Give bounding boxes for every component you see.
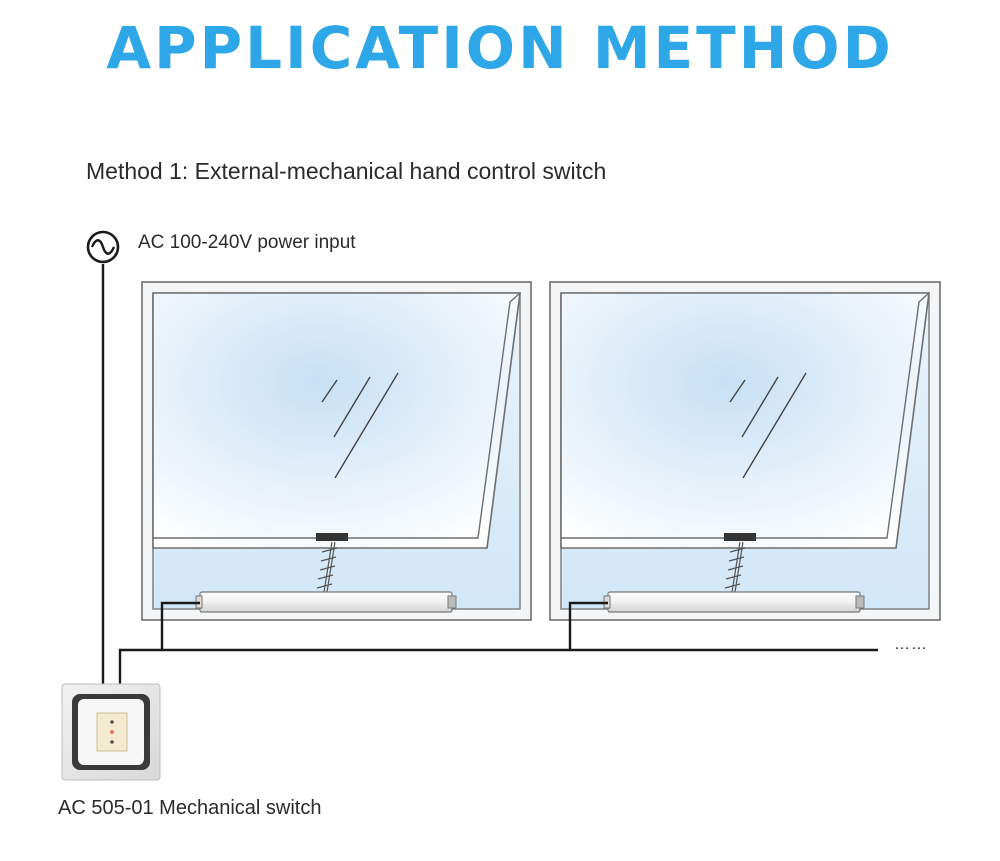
window-2 — [549, 281, 941, 621]
actuator-1-wire — [160, 601, 200, 650]
sash-edge — [153, 292, 521, 539]
actuator-chain — [316, 541, 338, 593]
chain-actuator — [199, 591, 453, 613]
actuator-2-wire — [568, 601, 608, 650]
power-input-label: AC 100-240V power input — [138, 232, 356, 253]
switch-label: AC 505-01 Mechanical switch — [58, 797, 322, 819]
bus-wire — [118, 648, 878, 684]
open-sash — [152, 292, 521, 549]
glass-reflection — [321, 372, 399, 479]
wiring — [101, 264, 878, 684]
chain-actuator — [607, 591, 861, 613]
actuator-end-cap — [855, 595, 865, 609]
actuator-end-cap — [447, 595, 457, 609]
window-1 — [141, 281, 532, 621]
page-title: APPLICATION METHOD — [106, 14, 894, 82]
glass-reflection — [729, 372, 807, 479]
continuation-dots: …… — [894, 636, 928, 653]
method-subtitle: Method 1: External-mechanical hand contr… — [86, 158, 607, 184]
ac-sine-wave-icon — [86, 230, 120, 264]
open-sash — [560, 292, 930, 549]
actuator-chain — [724, 541, 746, 593]
mechanical-wall-switch-icon — [61, 683, 161, 781]
sash-bracket — [316, 533, 348, 541]
sash-bracket — [724, 533, 756, 541]
